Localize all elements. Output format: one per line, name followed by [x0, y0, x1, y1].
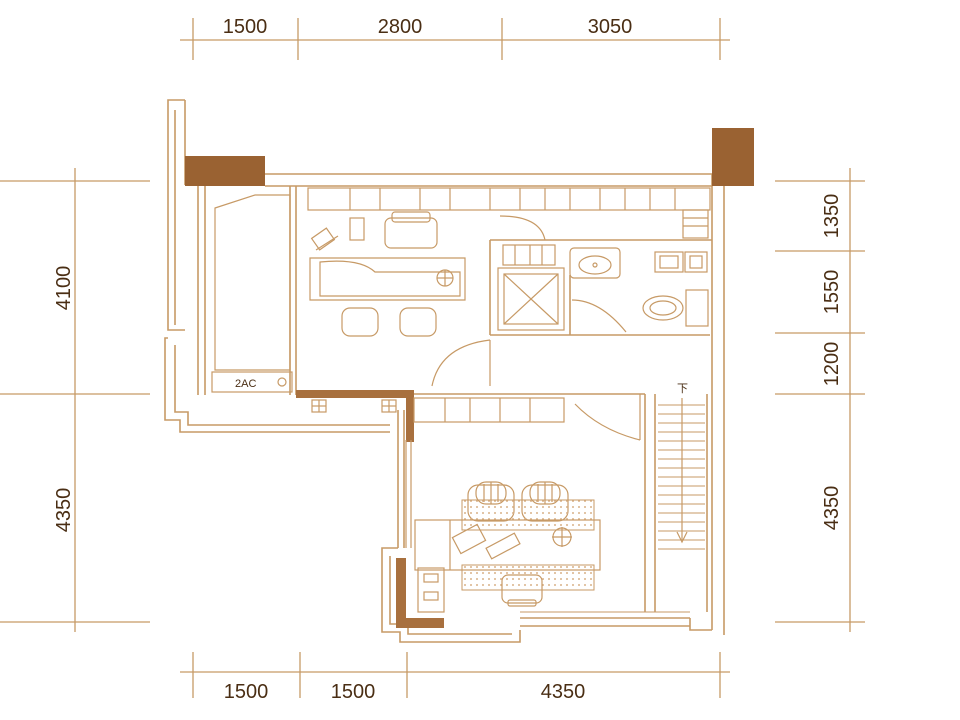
doors	[431, 215, 641, 441]
dim-bottom-1: 1500	[224, 681, 269, 703]
dim-bottom-3: 4350	[541, 681, 586, 703]
lower-window-frame	[405, 440, 412, 548]
laptop-icon	[451, 523, 521, 560]
left-dimension-line	[0, 168, 150, 632]
middle-shelving	[413, 397, 565, 423]
wash-basin-icon	[569, 247, 621, 279]
structural-column	[712, 128, 754, 186]
ac-unit	[211, 371, 293, 393]
upper-office-chair	[384, 211, 438, 249]
desk-lamp-icon	[310, 227, 339, 251]
dim-bottom-2: 1500	[331, 681, 376, 703]
wall-segment	[296, 390, 414, 398]
lower-desk-chair	[501, 574, 543, 607]
bathroom-shelves	[654, 251, 708, 273]
wall-segment	[406, 390, 414, 442]
desk-pattern-bottom	[461, 564, 595, 591]
top-bookshelf	[307, 187, 711, 239]
stair-direction-arrow	[676, 398, 688, 544]
wall-segment	[396, 558, 406, 628]
wall-outlets	[311, 399, 397, 413]
ac-unit-label: 2AC	[235, 378, 256, 390]
right-dimension-line	[775, 168, 865, 632]
dim-top-1: 1500	[223, 16, 268, 38]
dim-right-4: 4350	[821, 486, 843, 531]
structural-column	[185, 156, 265, 186]
outer-walls	[164, 99, 725, 643]
dim-right-1: 1350	[821, 194, 843, 239]
toilet-icon	[642, 289, 709, 327]
upper-wall-cabinet	[349, 217, 365, 241]
desk-pattern-top	[461, 499, 595, 531]
dim-top-2: 2800	[378, 16, 423, 38]
stair-down-label: 下	[677, 383, 688, 395]
side-cabinet	[417, 567, 445, 613]
dim-left-1: 4100	[53, 266, 75, 311]
dim-left-2: 4350	[53, 488, 75, 533]
top-dimension-line	[180, 18, 730, 60]
shower-stall	[497, 244, 565, 331]
dim-right-2: 1550	[821, 270, 843, 315]
lower-office-desk	[414, 519, 601, 571]
bottom-dimension-line	[180, 652, 730, 698]
dim-top-3: 3050	[588, 16, 633, 38]
upper-office-desk	[309, 257, 466, 301]
upper-visitor-chairs	[341, 307, 437, 337]
wall-segment	[396, 618, 444, 628]
bay-platform	[211, 194, 293, 393]
dim-right-3: 1200	[821, 342, 843, 387]
